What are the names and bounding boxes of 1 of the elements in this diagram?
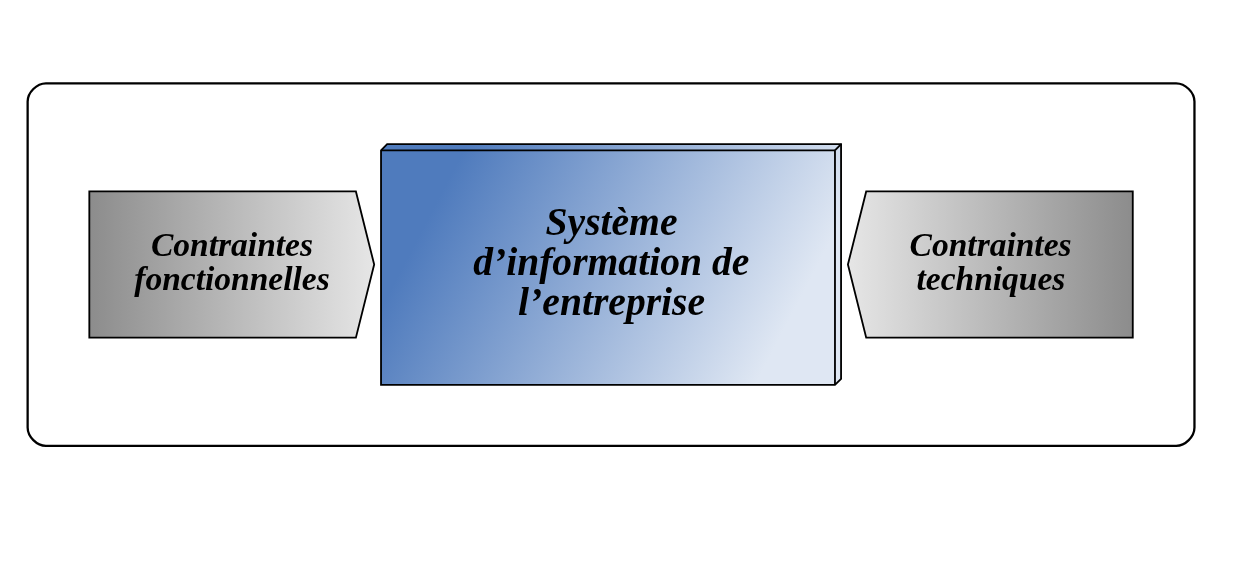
cluster xyxy=(26,81,1196,447)
